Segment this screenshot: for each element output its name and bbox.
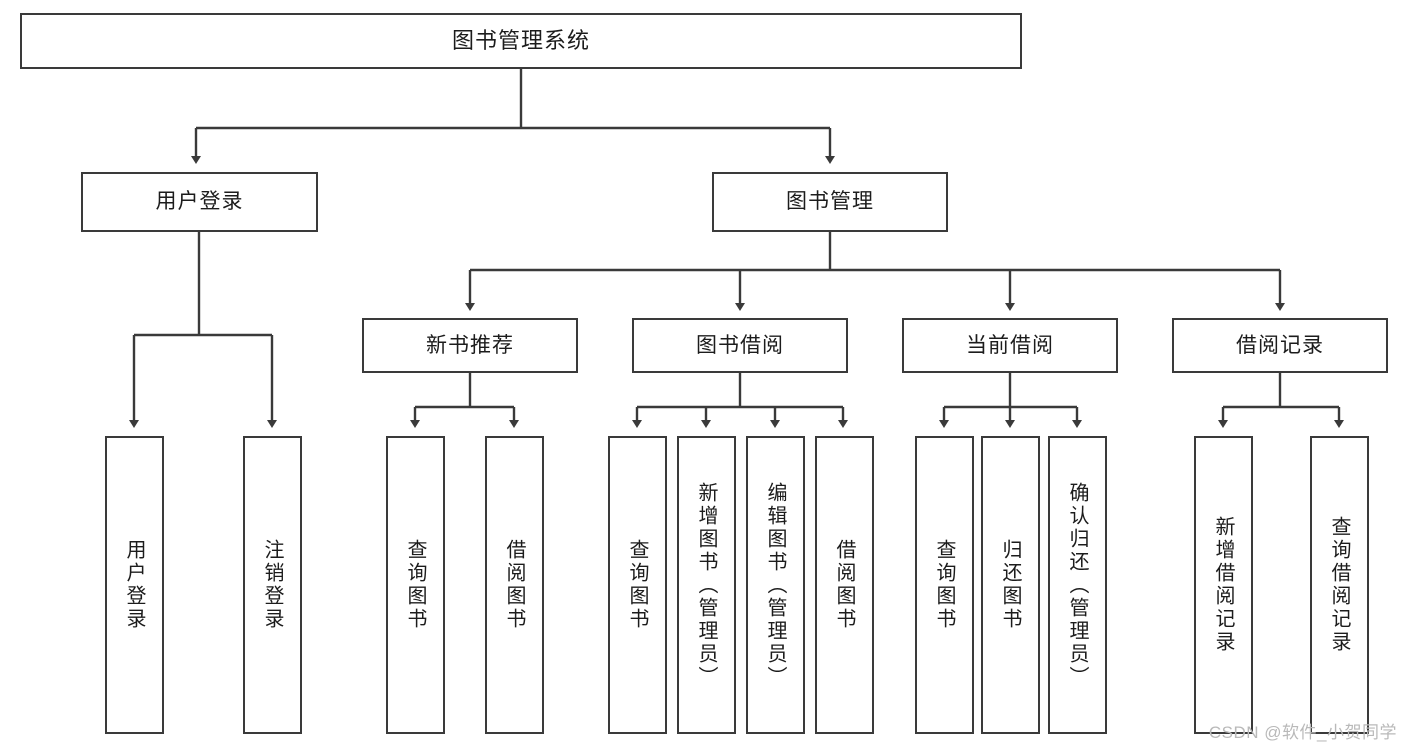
node-book-borrow-label: 图书借阅 <box>696 333 784 357</box>
leaf-query-borrow-record[interactable]: 查询借阅记录 <box>1310 436 1369 734</box>
leaf-return-book-label: 归还图书 <box>999 539 1021 631</box>
leaf-query-book-current-label: 查询图书 <box>933 539 955 631</box>
node-user-login-label: 用户登录 <box>155 190 244 214</box>
leaf-query-book-recommend[interactable]: 查询图书 <box>386 436 445 734</box>
leaf-query-book-recommend-label: 查询图书 <box>404 539 426 631</box>
leaf-return-book[interactable]: 归还图书 <box>981 436 1040 734</box>
node-borrow-record-label: 借阅记录 <box>1236 333 1324 357</box>
leaf-user-logout[interactable]: 注销登录 <box>243 436 302 734</box>
node-user-login[interactable]: 用户登录 <box>81 172 318 232</box>
leaf-user-login[interactable]: 用户登录 <box>105 436 164 734</box>
leaf-confirm-return-label: 确认归还（管理员） <box>1066 481 1088 689</box>
node-book-management[interactable]: 图书管理 <box>712 172 948 232</box>
node-book-management-label: 图书管理 <box>786 190 874 214</box>
leaf-confirm-return[interactable]: 确认归还（管理员） <box>1048 436 1107 734</box>
node-root-label: 图书管理系统 <box>451 27 590 53</box>
leaf-user-logout-label: 注销登录 <box>261 539 283 631</box>
leaf-borrow-book-label: 借阅图书 <box>833 539 855 631</box>
leaf-add-borrow-record-label: 新增借阅记录 <box>1212 516 1234 654</box>
leaf-add-book[interactable]: 新增图书（管理员） <box>677 436 736 734</box>
watermark: CSDN @软件_小贺同学 <box>1208 723 1397 742</box>
leaf-query-borrow-record-label: 查询借阅记录 <box>1328 516 1350 654</box>
leaf-user-login-label: 用户登录 <box>123 539 145 631</box>
leaf-edit-book-label: 编辑图书（管理员） <box>764 481 786 689</box>
node-new-book-recommend[interactable]: 新书推荐 <box>362 318 578 373</box>
node-book-borrow[interactable]: 图书借阅 <box>632 318 848 373</box>
leaf-add-borrow-record[interactable]: 新增借阅记录 <box>1194 436 1253 734</box>
node-borrow-record[interactable]: 借阅记录 <box>1172 318 1388 373</box>
node-current-borrow[interactable]: 当前借阅 <box>902 318 1118 373</box>
node-root[interactable]: 图书管理系统 <box>20 13 1022 69</box>
leaf-borrow-book-recommend[interactable]: 借阅图书 <box>485 436 544 734</box>
node-new-book-recommend-label: 新书推荐 <box>426 333 514 357</box>
leaf-query-book-borrow-label: 查询图书 <box>626 539 648 631</box>
leaf-borrow-book[interactable]: 借阅图书 <box>815 436 874 734</box>
node-current-borrow-label: 当前借阅 <box>966 333 1054 357</box>
leaf-borrow-book-recommend-label: 借阅图书 <box>503 539 525 631</box>
leaf-query-book-borrow[interactable]: 查询图书 <box>608 436 667 734</box>
leaf-query-book-current[interactable]: 查询图书 <box>915 436 974 734</box>
leaf-add-book-label: 新增图书（管理员） <box>695 481 717 689</box>
leaf-edit-book[interactable]: 编辑图书（管理员） <box>746 436 805 734</box>
